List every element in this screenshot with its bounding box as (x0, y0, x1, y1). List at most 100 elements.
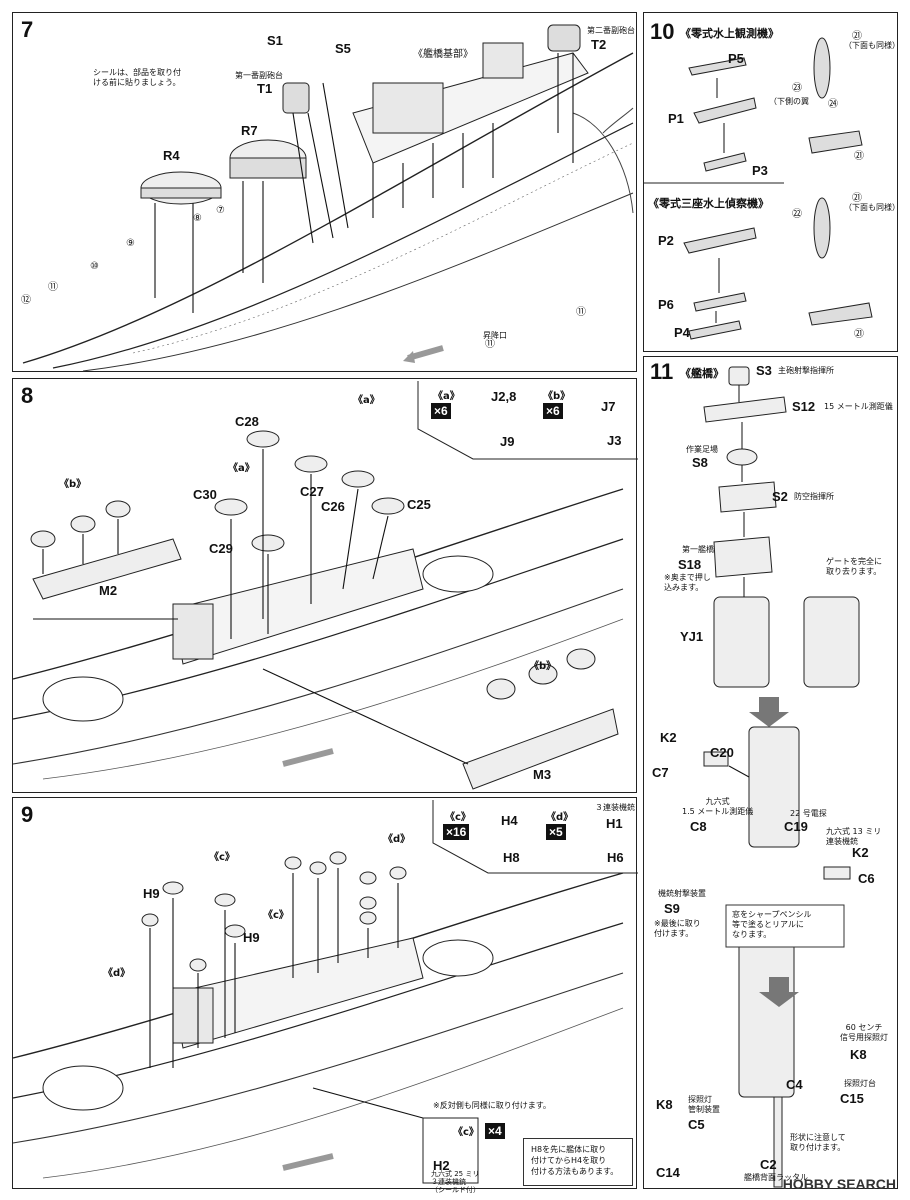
step-8-panel: 8 《a》 《a》 《b》 《b》 《a》 《b》 ×6 ×6 C28 C30 … (12, 378, 638, 793)
shape-note: 形状に注意して 取り付けます。 (790, 1133, 846, 1152)
decal-number: ⑪ (576, 307, 586, 318)
part-label: H4 (501, 813, 518, 828)
step-10-panel: 10 《零式水上観測機》 《零式三座水上偵察機》 （下面も同様） （下面も同様）… (643, 12, 900, 352)
k8-note: 60 センチ 信号用探照灯 (840, 1023, 888, 1042)
part-label: C28 (235, 414, 259, 429)
part-label: C5 (688, 1117, 705, 1132)
step-9-panel: 9 《c》 《c》 《d》 《d》 《c》 《d》 ×16 ×5 ３連装機銃 H… (12, 797, 638, 1194)
group-a-label-2: 《a》 (228, 463, 255, 474)
part-label: J3 (607, 433, 622, 448)
step-11-drawing (703, 366, 860, 1188)
inset-group-d: 《d》 (546, 812, 574, 823)
part-label: M3 (533, 767, 552, 782)
part-label: K8 (850, 1047, 867, 1062)
decal-number: ⑩ (90, 261, 99, 272)
part-label: C7 (652, 765, 669, 780)
part-label: C8 (690, 819, 707, 834)
below-same-note-1: （下面も同様） (844, 41, 900, 50)
part-label: C20 (710, 745, 734, 760)
window-note: 窓をシャープペンシル 等で塗るとリアルに なります。 (732, 910, 812, 939)
part-label: P5 (728, 51, 744, 66)
part-label: C29 (209, 541, 233, 556)
group-c-label-2: 《c》 (263, 910, 289, 921)
part-label: S9 (664, 901, 680, 916)
part-label: T1 (257, 81, 273, 96)
s3-note: 主砲射撃指揮所 (778, 366, 834, 375)
h8-note: H8を先に艦体に取り 付けてからH4を取り 付ける方法もあります。 (523, 1138, 633, 1186)
group-b-label: 《b》 (59, 479, 87, 490)
step-7-number: 7 (21, 17, 34, 42)
step-7-panel: 7 シールは、部品を取り付 ける前に貼りましょう。 《艦橋基部》 第一番副砲台 … (12, 12, 637, 372)
part-label: P1 (668, 111, 684, 126)
inset2-group-c: 《c》 (453, 1127, 479, 1138)
part-label: S1 (267, 33, 283, 48)
part-label: C19 (784, 819, 808, 834)
part-label: YJ1 (680, 629, 704, 644)
part-label: H9 (243, 930, 260, 945)
sticker-note: シールは、部品を取り付 ける前に貼りましょう。 (93, 68, 181, 87)
s9-note: 機銃射撃装置 (658, 889, 706, 898)
step-9-drawing (12, 800, 638, 1184)
part-label: H1 (606, 816, 623, 831)
part-label: C6 (858, 871, 875, 886)
s18-note: 第一艦橋 (682, 545, 714, 554)
part-label: P6 (658, 297, 674, 312)
step-11-number: 11 (650, 359, 674, 384)
below-same-note-2: （下面も同様） (844, 203, 900, 212)
part-label: H9 (143, 886, 160, 901)
part-label: K2 (852, 845, 869, 860)
part-label: S18 (678, 557, 702, 572)
part-label: K2 (660, 730, 677, 745)
s2-note: 防空指揮所 (794, 492, 834, 501)
part-label: S3 (756, 363, 772, 378)
step-7-drawing (22, 24, 634, 372)
aux-sight2-label: 第二番副砲台 (587, 26, 635, 35)
step-8-drawing (12, 381, 638, 790)
c15-note: 探照灯台 (844, 1079, 876, 1088)
part-label: C2 (760, 1157, 777, 1172)
decal-number: ㉑ (854, 151, 864, 162)
part-label: C14 (656, 1165, 680, 1180)
bridge-base-label: 《艦橋基部》 (413, 49, 473, 60)
part-label: H6 (607, 850, 624, 865)
decal-number: ⑦ (216, 205, 225, 216)
inset-group-c: 《c》 (445, 812, 471, 823)
group-d-label: 《d》 (383, 834, 411, 845)
part-label: C15 (840, 1091, 864, 1106)
part-label: C30 (193, 487, 217, 502)
gate-note: ゲートを完全に 取り去ります。 (826, 557, 882, 576)
k2-note: 九六式 13 ミリ 連装機銃 (826, 827, 882, 846)
triple-mg-label: ３連装機銃 (595, 803, 635, 812)
decal-number: ㉑ (854, 329, 864, 340)
s12-note: 15 メートル測距儀 (824, 402, 893, 411)
qty-c2-badge: ×4 (485, 1123, 505, 1139)
part-label: H8 (503, 850, 520, 865)
part-label: S8 (692, 455, 708, 470)
s8-note: 作業足場 (686, 445, 718, 454)
decal-number: ㉑ (852, 31, 862, 42)
step-11-panel: 11 《艦橋》 S3 主砲射撃指揮所 S12 15 メートル測距儀 作業足場 S… (643, 356, 898, 1189)
c2-note: 艦橋背面ラッタル (744, 1173, 808, 1182)
decal-number: ⑪ (485, 339, 495, 350)
h2-note: 九六式 25 ミリ ３連装機銃 （シールド付） (431, 1170, 480, 1194)
decal-number: ⑪ (48, 282, 58, 293)
part-label: J9 (500, 434, 515, 449)
decal-number: ⑫ (21, 295, 31, 306)
step-8-number: 8 (21, 383, 34, 408)
qty-c-badge: ×16 (443, 824, 470, 840)
s9-sub-note: ※最後に取り 付けます。 (654, 919, 701, 938)
step-9-number: 9 (21, 802, 34, 827)
hatch-label: 昇降口 (483, 331, 507, 340)
step-11-title: 《艦橋》 (680, 367, 724, 380)
c8-note: 九六式 1.5 メートル測距儀 (682, 797, 754, 816)
part-label: C26 (321, 499, 345, 514)
part-label: R4 (163, 148, 180, 163)
part-label: C25 (407, 497, 431, 512)
qty-d-badge: ×5 (546, 824, 566, 840)
opposite-side-note: ※反対側も同様に取り付けます。 (433, 1101, 551, 1110)
decal-number: ⑧ (193, 213, 202, 224)
part-label: S5 (335, 41, 351, 56)
part-label: T2 (591, 37, 607, 52)
part-label: K8 (656, 1097, 673, 1112)
